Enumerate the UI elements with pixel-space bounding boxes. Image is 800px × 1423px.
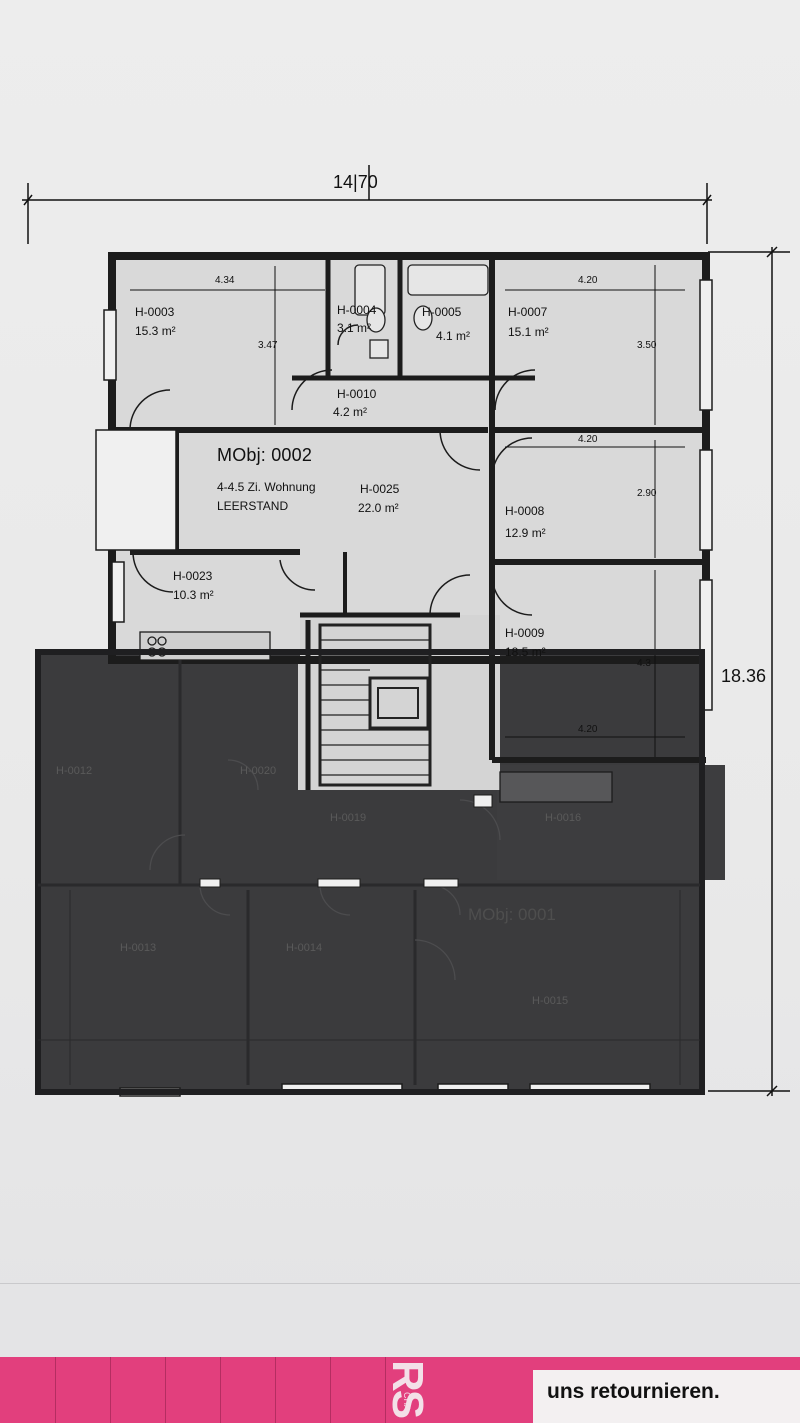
- room-id: H-0009: [505, 626, 545, 640]
- envelope-logo: RS: [383, 1360, 432, 1418]
- room-depth: 3.47: [258, 340, 278, 351]
- lower-room-id: H-0020: [240, 765, 277, 777]
- width-dimension-line: [22, 165, 712, 244]
- room-id: H-0008: [505, 504, 545, 518]
- lower-room-id: H-0015: [532, 995, 569, 1007]
- room-depth: 4.3: [637, 658, 651, 669]
- room-area: 10.3 m²: [173, 588, 214, 602]
- room-id: H-0003: [135, 305, 175, 319]
- lower-room-id: H-0016: [545, 812, 582, 824]
- room-id: H-0005: [422, 305, 462, 319]
- room-id: H-0007: [508, 305, 548, 319]
- lower-room-id: H-0014: [286, 942, 323, 954]
- upper-unit-title: MObj: 0002: [217, 445, 313, 465]
- room-width: 4.20: [578, 724, 598, 735]
- room-area: 3.1 m²: [337, 321, 372, 335]
- lower-room-id: H-0013: [120, 942, 157, 954]
- room-dimension-lines: [130, 265, 685, 757]
- lower-room-id: H-0012: [56, 765, 93, 777]
- paper-edge: [0, 1283, 800, 1284]
- envelope-text: uns retournieren.: [547, 1380, 720, 1403]
- room-id: H-0023: [173, 569, 213, 583]
- room-area: 15.1 m²: [508, 325, 549, 339]
- upper-unit-status: LEERSTAND: [217, 499, 289, 513]
- envelope-label: [533, 1370, 800, 1423]
- room-area: 4.1 m²: [436, 329, 471, 343]
- room-width: 4.20: [578, 434, 598, 445]
- room-id: H-0025: [360, 482, 400, 496]
- sanitary-fixtures: [354, 264, 489, 359]
- staircase: [318, 623, 432, 787]
- lower-unit-doors: [149, 759, 501, 981]
- height-dimension: 18.36: [721, 666, 767, 686]
- width-dimension: 14|70: [333, 172, 378, 192]
- room-width: 4.20: [578, 275, 598, 286]
- room-id: H-0004: [337, 303, 377, 317]
- room-area: 22.0 m²: [358, 501, 399, 515]
- room-depth: 3.50: [637, 340, 657, 351]
- room-area: 12.9 m²: [505, 526, 546, 540]
- room-area: 18.5 m²: [505, 645, 546, 659]
- room-id: H-0010: [337, 387, 377, 401]
- upper-unit-type: 4-4.5 Zi. Wohnung: [217, 480, 316, 494]
- height-dimension-line: [708, 246, 790, 1097]
- room-width: 4.34: [215, 275, 235, 286]
- lower-unit-title: MObj: 0001: [468, 905, 556, 924]
- room-area: 15.3 m²: [135, 324, 176, 338]
- door-swings: [129, 324, 536, 616]
- upper-unit-floor: [110, 254, 708, 664]
- room-depth: 2.90: [637, 488, 657, 499]
- room-area: 4.2 m²: [333, 405, 368, 419]
- lower-unit-openings: [199, 794, 493, 888]
- lower-room-id: H-0019: [330, 812, 367, 824]
- lower-unit-walls: [35, 649, 705, 1095]
